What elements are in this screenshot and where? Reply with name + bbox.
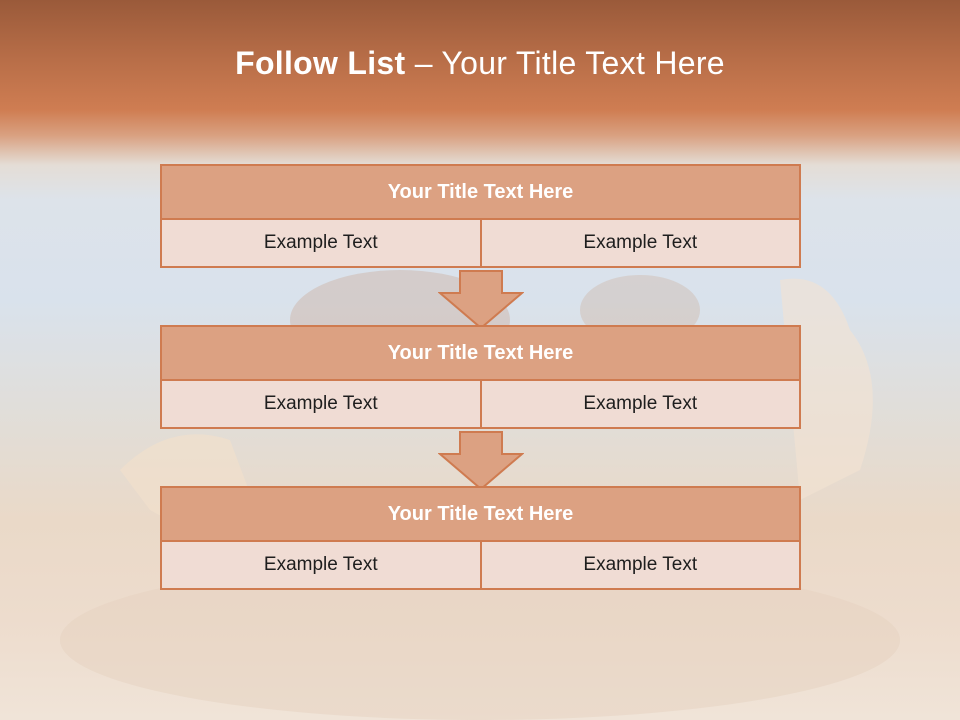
step-block-3: Your Title Text Here Example Text Exampl…: [160, 486, 801, 590]
step-block-1: Your Title Text Here Example Text Exampl…: [160, 164, 801, 268]
slide-title: Follow List – Your Title Text Here: [0, 45, 960, 82]
step-row: Example Text Example Text: [160, 218, 801, 268]
step-row: Example Text Example Text: [160, 379, 801, 429]
step-title: Your Title Text Here: [160, 164, 801, 220]
down-arrow-icon: [438, 270, 524, 330]
step-cell-right: Example Text: [479, 218, 801, 268]
step-cell-left: Example Text: [160, 379, 482, 429]
slide-title-rest: – Your Title Text Here: [405, 45, 725, 81]
step-block-2: Your Title Text Here Example Text Exampl…: [160, 325, 801, 429]
step-cell-left: Example Text: [160, 540, 482, 590]
step-cell-right: Example Text: [479, 379, 801, 429]
step-title: Your Title Text Here: [160, 486, 801, 542]
slide-title-bold: Follow List: [235, 45, 406, 81]
down-arrow-icon: [438, 431, 524, 491]
step-cell-left: Example Text: [160, 218, 482, 268]
step-row: Example Text Example Text: [160, 540, 801, 590]
step-cell-right: Example Text: [479, 540, 801, 590]
step-title: Your Title Text Here: [160, 325, 801, 381]
